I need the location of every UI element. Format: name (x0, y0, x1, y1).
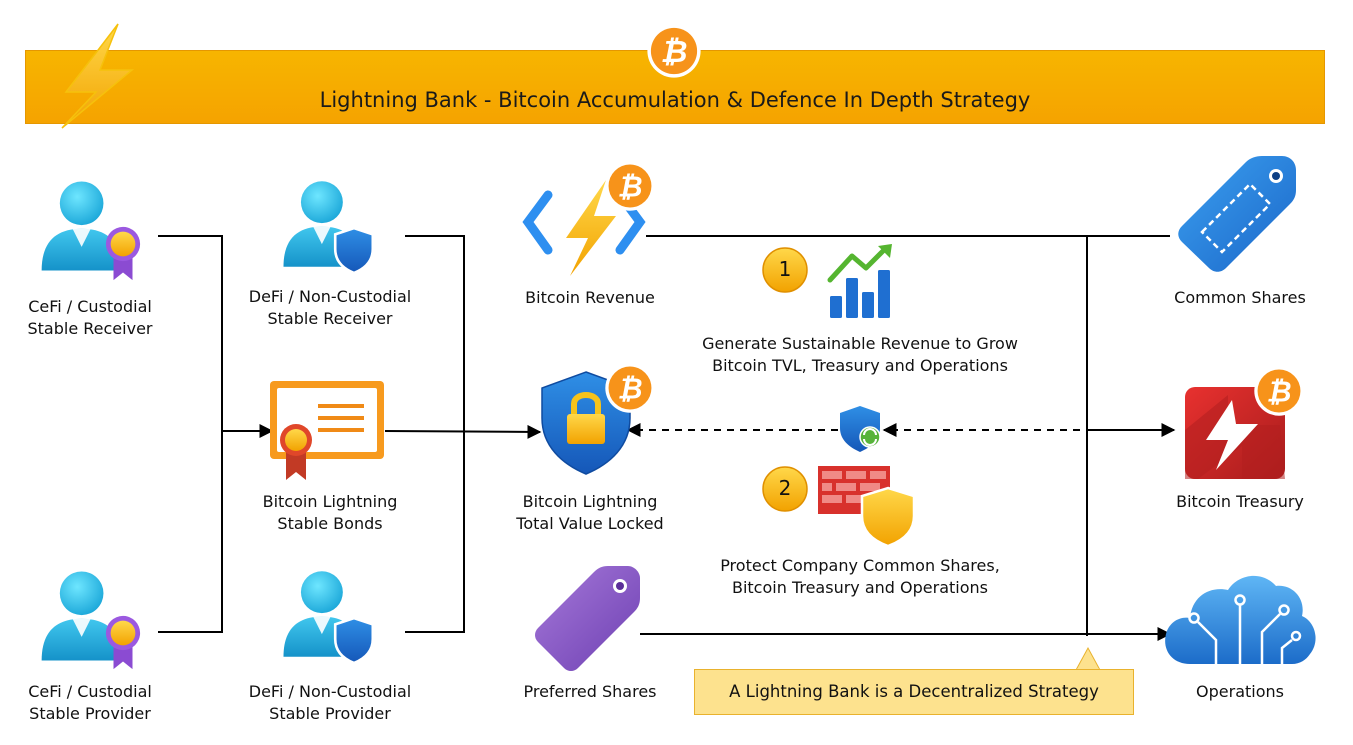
certificate-medal-icon (105, 615, 141, 670)
shield-icon (333, 226, 375, 274)
cefi-receiver-user-icon (41, 181, 122, 271)
bitcoin-icon (605, 161, 655, 211)
step-2-number: 2 (778, 476, 792, 500)
treasury-icon (1185, 387, 1285, 479)
cloud-circuit-icon (1165, 575, 1316, 664)
common-shares-tag-icon (1178, 156, 1296, 272)
callout-pointer (1075, 646, 1101, 671)
bitcoin-treasury-label: Bitcoin Treasury (1176, 492, 1304, 511)
bitcoin-icon (605, 363, 655, 413)
bitcoin-revenue-label: Bitcoin Revenue (525, 288, 655, 307)
bitcoin-icon (647, 24, 701, 78)
price-tag-icon (535, 566, 640, 671)
common-shares-label: Common Shares (1174, 288, 1306, 307)
step-1-badge (762, 247, 808, 293)
lightning-bolt-icon (61, 23, 135, 129)
page-title: Lightning Bank - Bitcoin Accumulation & … (319, 88, 1031, 112)
preferred-shares-label: Preferred Shares (523, 682, 657, 701)
strategy-callout: A Lightning Bank is a Decentralized Stra… (694, 669, 1134, 715)
certificate-medal-icon (105, 226, 141, 281)
step-1-number: 1 (778, 257, 792, 281)
shield-sync-icon (840, 406, 881, 452)
growth-chart-icon (827, 244, 892, 318)
connector-lines (158, 235, 1176, 641)
operations-label: Operations (1196, 682, 1284, 701)
step-2-description: Protect Company Common Shares,Bitcoin Tr… (720, 556, 1000, 597)
firewall-icon (818, 466, 916, 548)
cefi-provider-user-icon (41, 571, 122, 661)
bitcoin-icon (1254, 366, 1304, 416)
shield-icon (333, 616, 375, 664)
certificate-icon (270, 381, 384, 480)
step-2-badge (762, 466, 808, 512)
